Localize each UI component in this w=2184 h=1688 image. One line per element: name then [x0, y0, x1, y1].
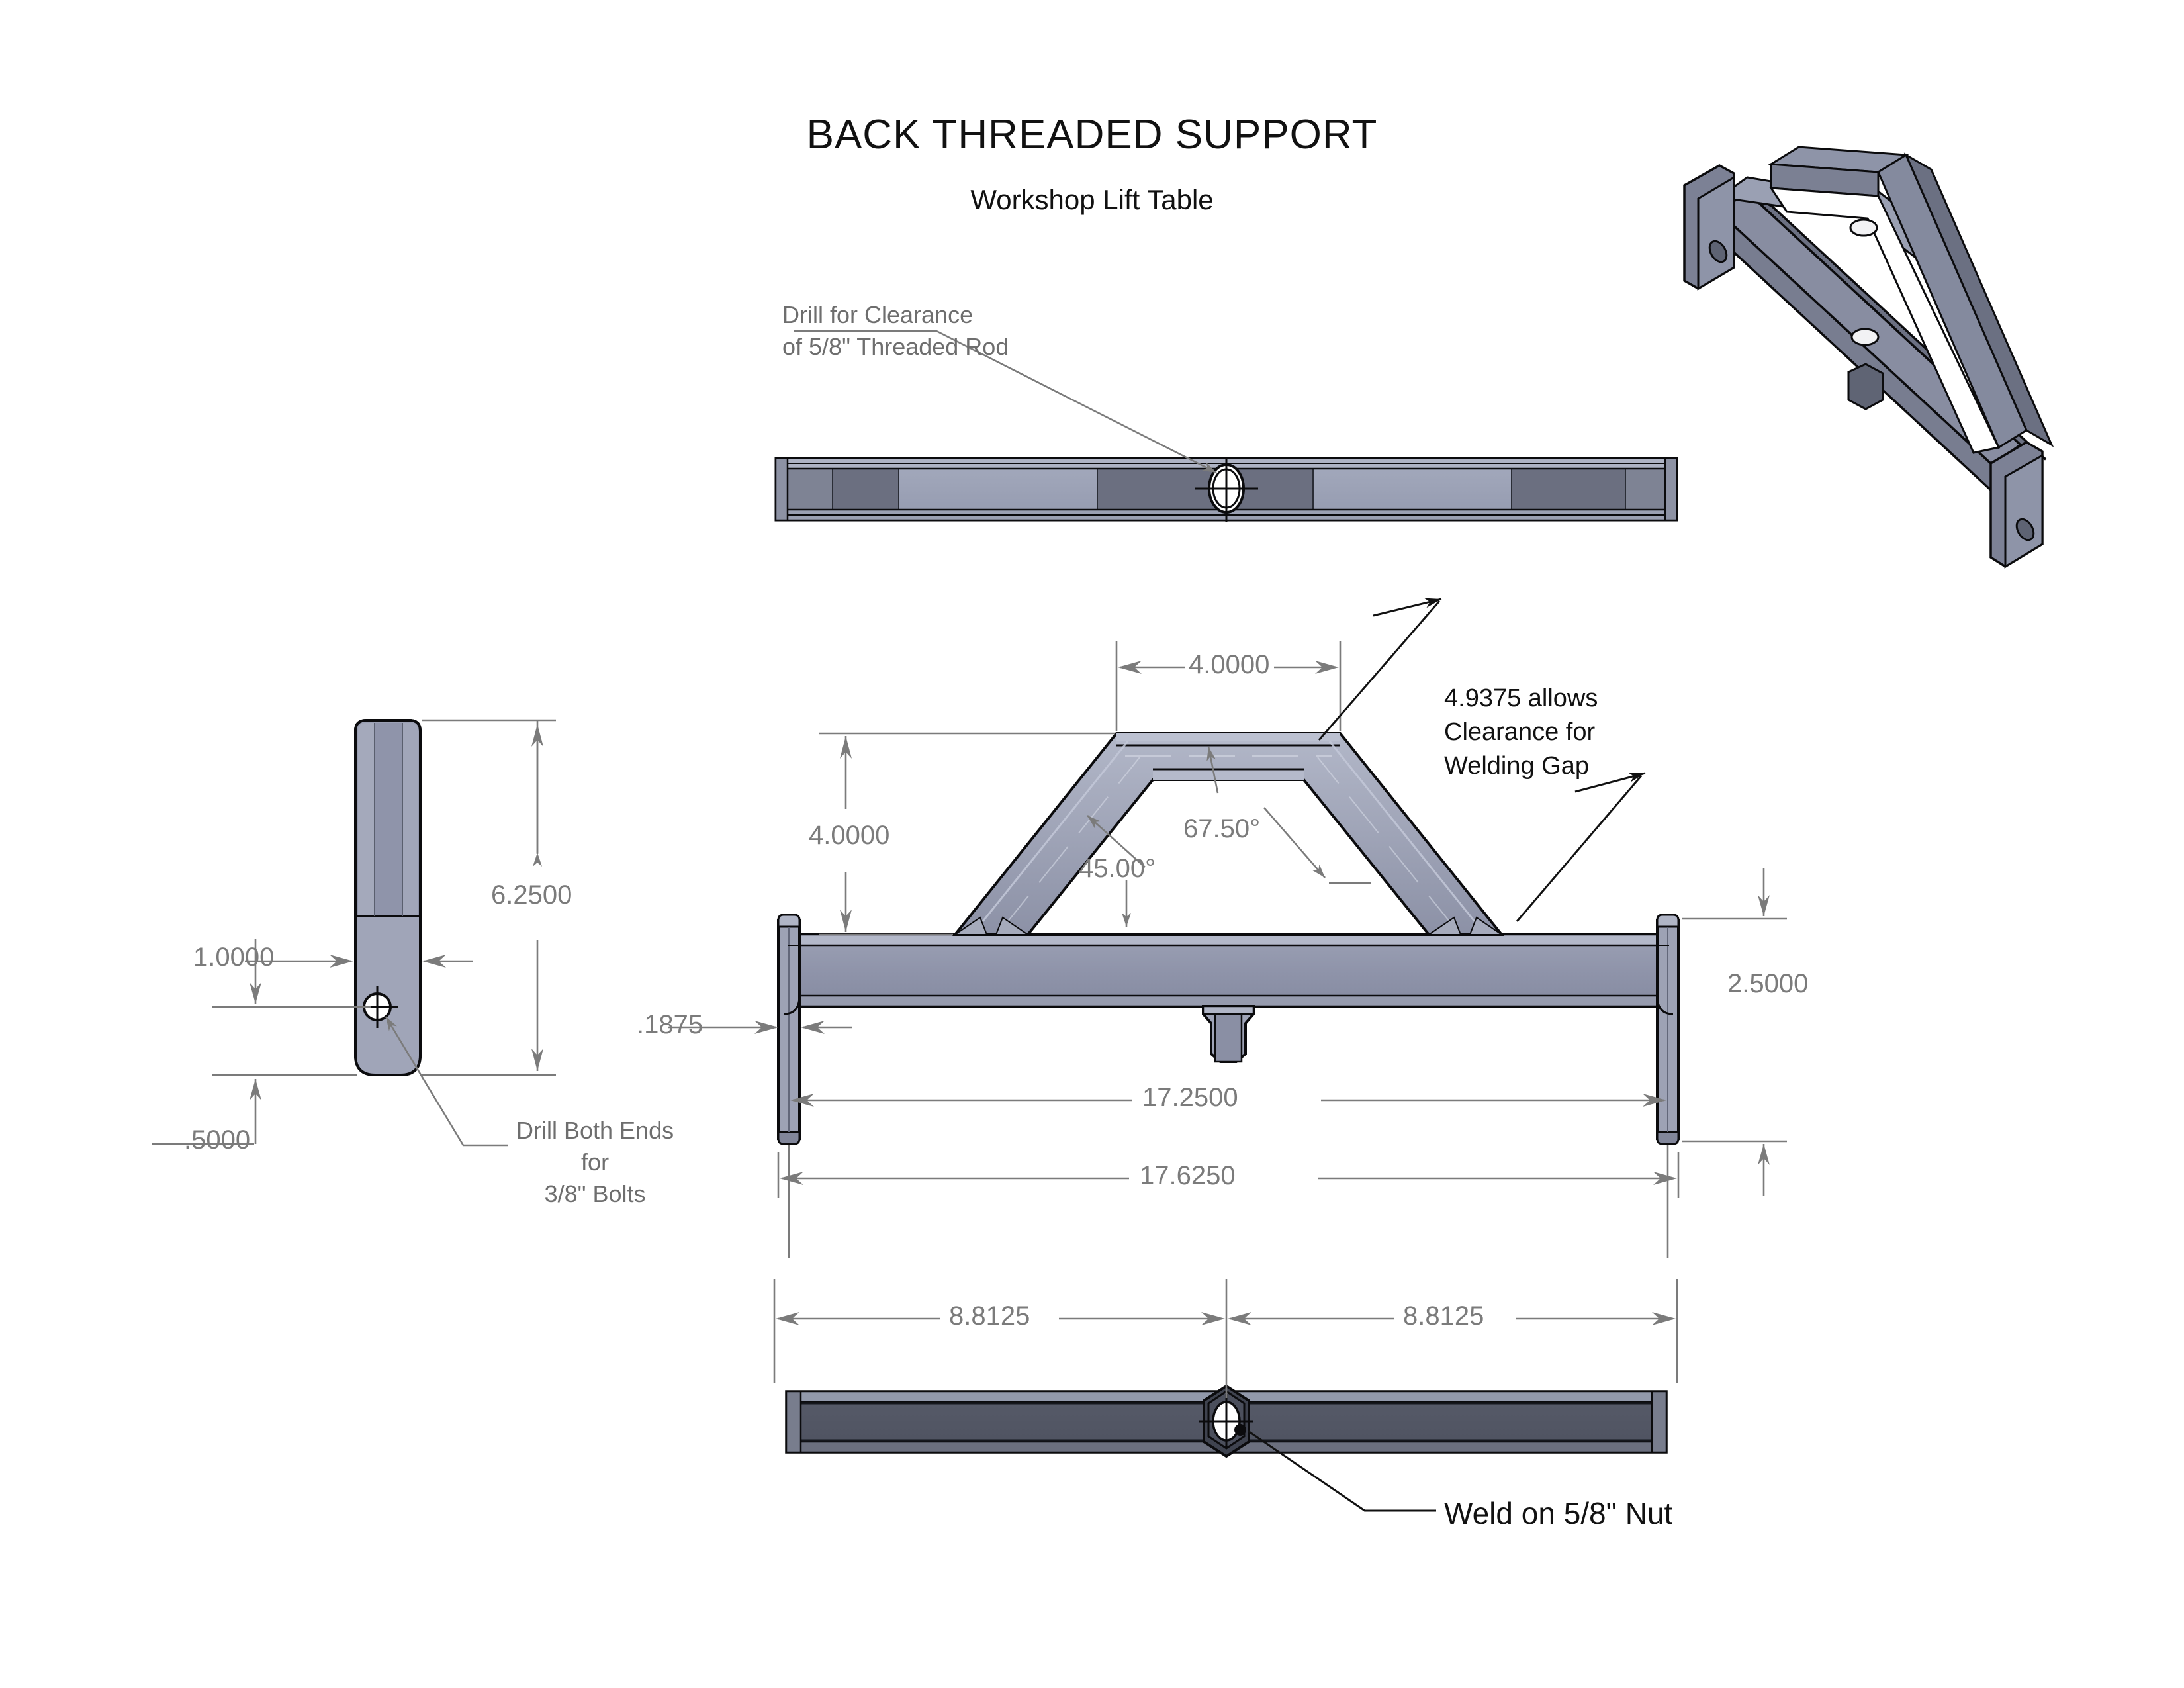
leader-angle-6750b — [1263, 807, 1371, 884]
note-weld-nut: Weld on 5/8" Nut — [1444, 1496, 1673, 1530]
leader-angle-6750 — [1206, 746, 1219, 794]
dim-label-side-width: 1.0000 — [193, 943, 275, 972]
dim-label-overall-length: 17.6250 — [1140, 1161, 1236, 1190]
dim-label-half-right: 8.8125 — [1403, 1301, 1484, 1331]
dim-label-truss-height: 4.0000 — [809, 821, 890, 850]
page-title: BACK THREADED SUPPORT — [806, 112, 1378, 158]
dim-half-right — [1228, 1279, 1678, 1383]
dim-overall-length — [777, 1152, 1680, 1198]
dim-label-plate-thickness: .1875 — [637, 1010, 704, 1039]
dim-half-left — [773, 1279, 1228, 1398]
dim-end-tab-height — [1682, 868, 1787, 1196]
dim-side-width — [245, 955, 473, 968]
dim-plate-thickness — [668, 1021, 852, 1034]
dim-side-hole-offset — [152, 939, 371, 1145]
dim-label-end-tab-height: 2.5000 — [1727, 969, 1809, 998]
dim-label-angle-6750: 67.50° — [1183, 814, 1261, 843]
dim-truss-height — [819, 732, 1115, 936]
dim-inner-length — [788, 1094, 1669, 1258]
dim-side-height — [422, 719, 556, 1076]
welded-nut-front — [1202, 1005, 1255, 1063]
isometric-3d-view — [1683, 146, 2054, 569]
leader-welding-gap-lower — [1516, 772, 1646, 922]
top-view-bar — [774, 457, 1678, 522]
dim-label-angle-45: 45.00° — [1079, 854, 1156, 883]
note-welding-gap: 4.9375 allows Clearance for Welding Gap — [1444, 684, 1598, 780]
side-view-arm — [354, 719, 422, 1076]
leader-drill-both-ends — [385, 1016, 508, 1147]
front-view-truss — [777, 732, 1680, 1145]
bottom-view-bar — [785, 1384, 1668, 1458]
welded-nut-bottom — [1199, 1384, 1253, 1458]
leader-weld-nut — [1248, 1430, 1436, 1512]
dim-label-inner-length: 17.2500 — [1142, 1083, 1238, 1112]
page-subtitle: Workshop Lift Table — [970, 184, 1214, 215]
note-drill-both-ends: Drill Both Ends for 3/8" Bolts — [516, 1117, 674, 1208]
leader-welding-gap-upper — [1318, 598, 1442, 741]
dim-label-truss-top-width: 4.0000 — [1189, 650, 1270, 679]
leader-drill-clearance — [794, 330, 1217, 474]
dim-label-side-hole-offset: .5000 — [184, 1125, 251, 1154]
note-drill-clearance: Drill for Clearance of 5/8" Threaded Rod — [782, 301, 1009, 361]
leader-angle-45 — [1087, 815, 1146, 868]
dim-label-side-height: 6.2500 — [491, 880, 572, 910]
dim-label-half-left: 8.8125 — [949, 1301, 1030, 1331]
